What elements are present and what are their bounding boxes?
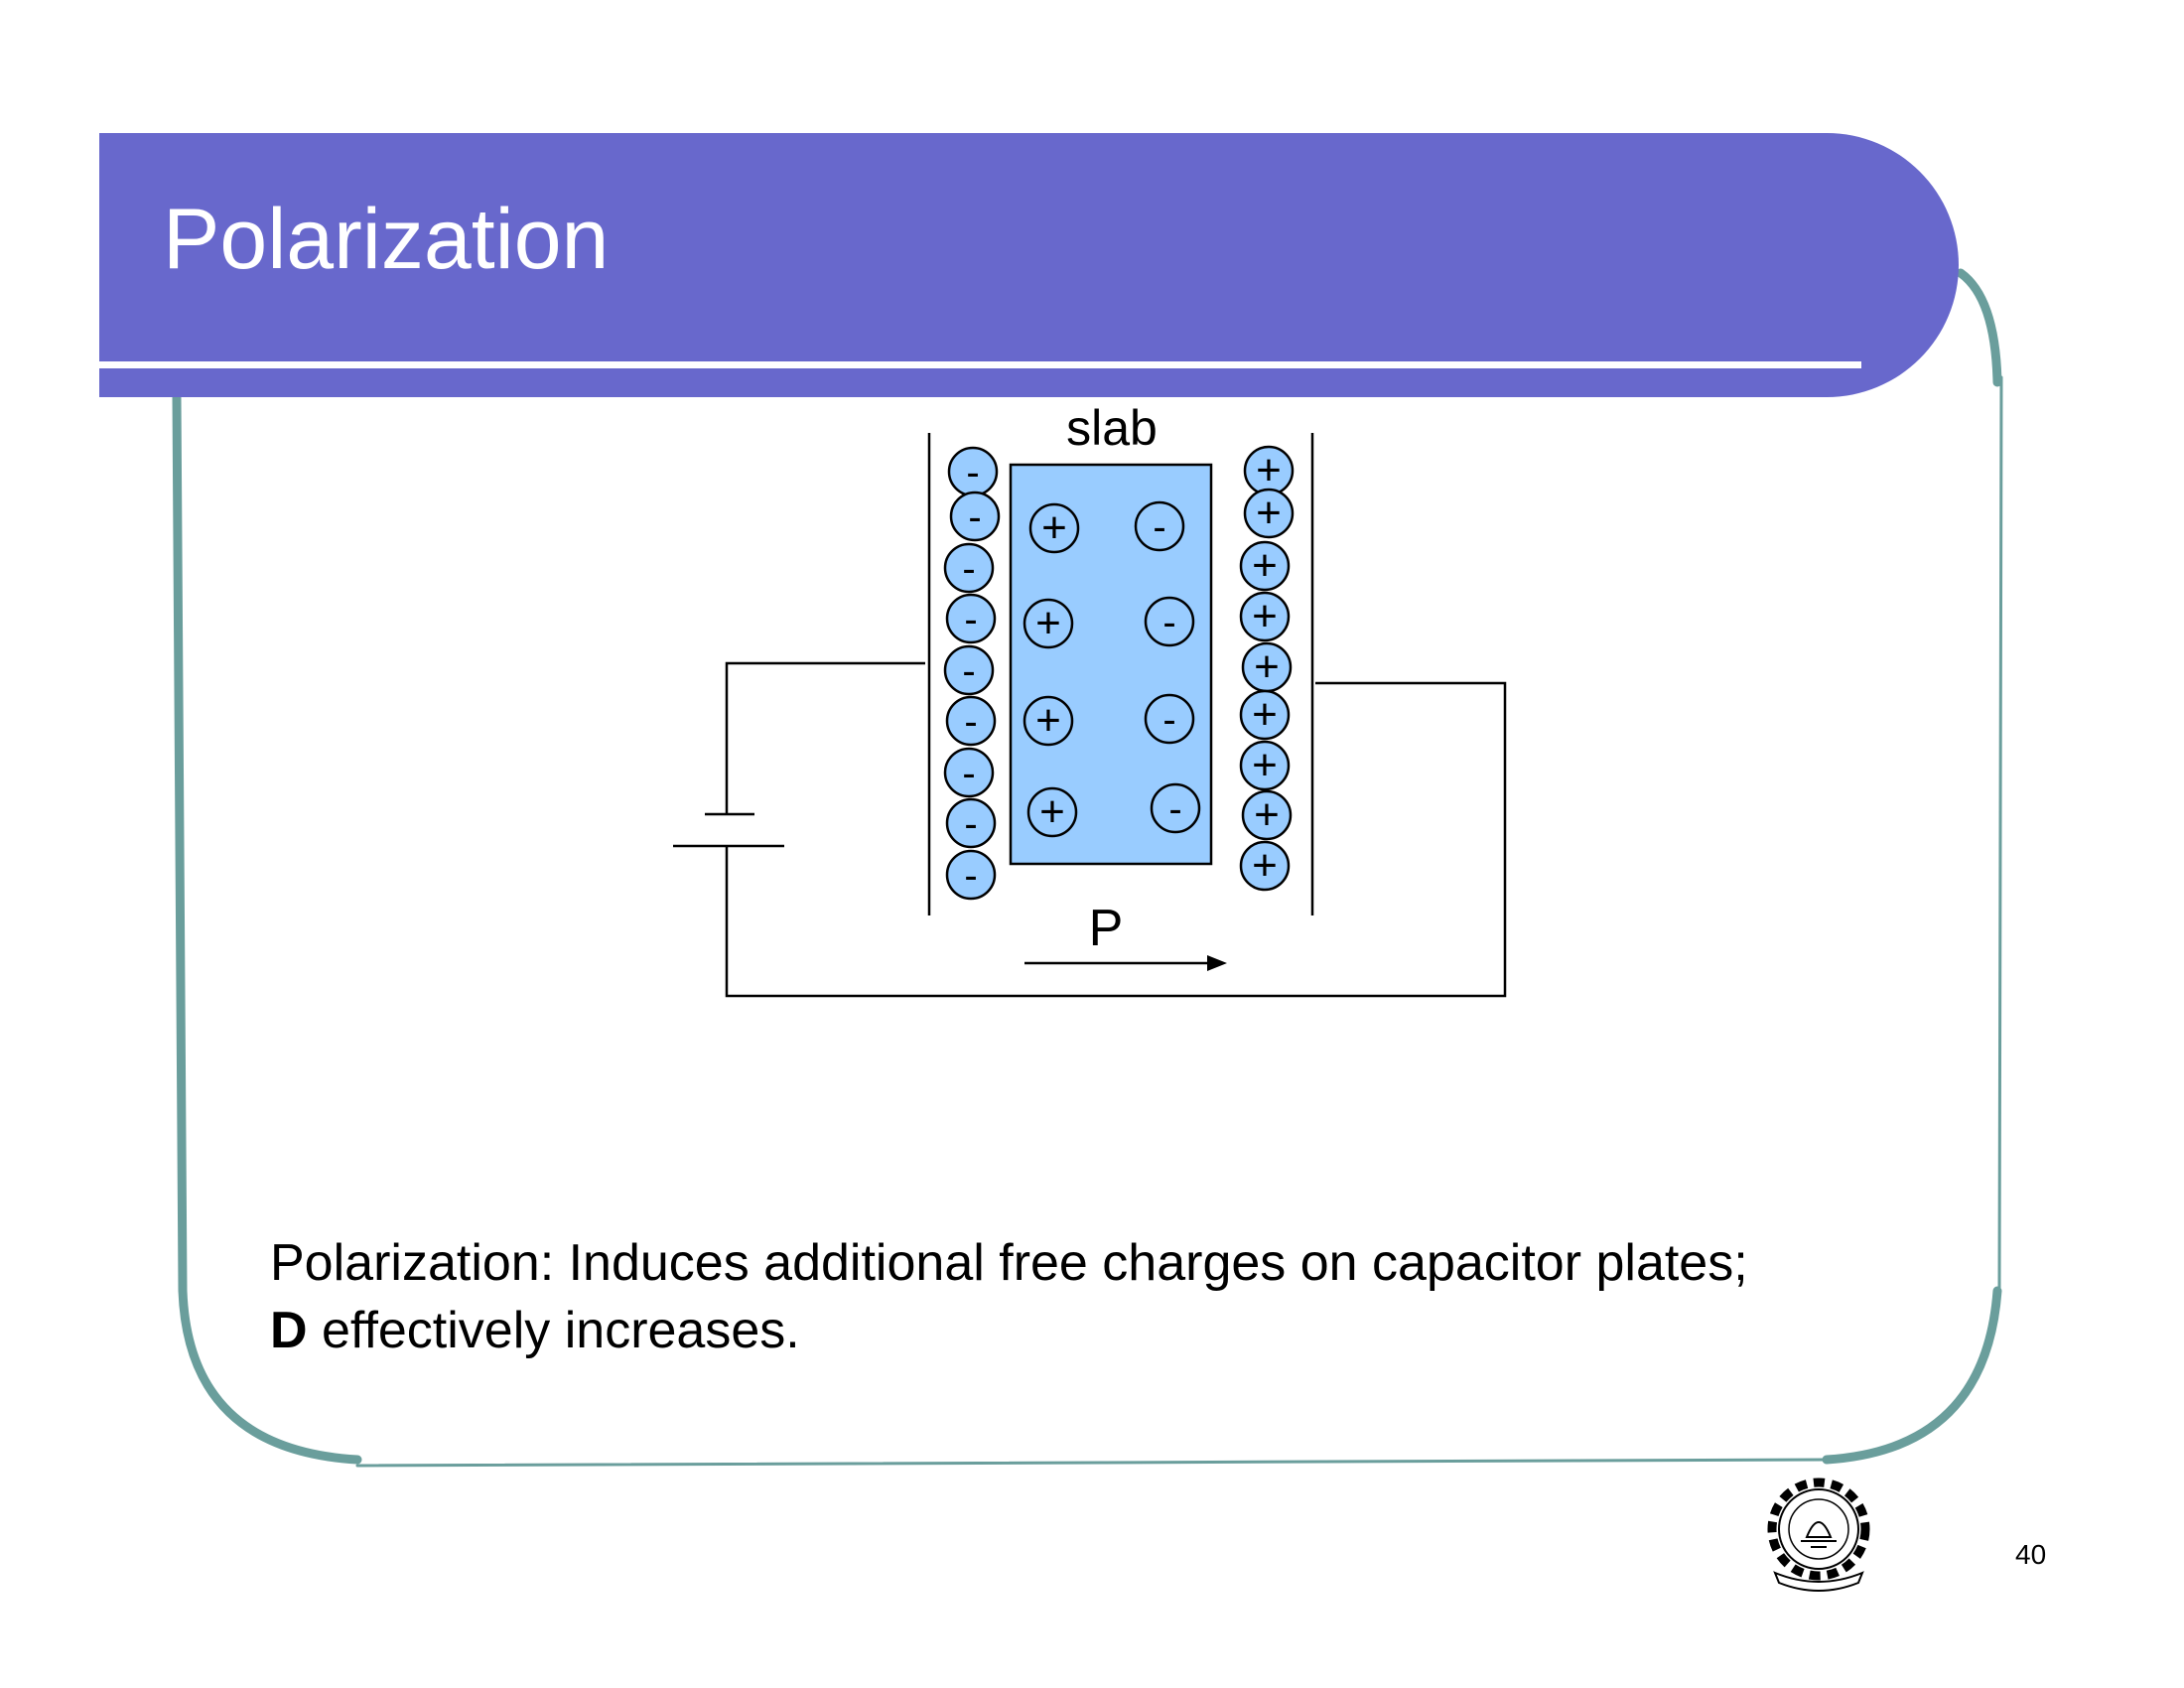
right-plate-positive-charge: + — [1239, 689, 1291, 741]
slide-title: Polarization — [163, 192, 610, 287]
slab-bound-positive-charge: + — [1028, 502, 1080, 554]
slab-bound-positive-charge: + — [1023, 695, 1074, 747]
svg-text:+: + — [1039, 787, 1065, 836]
svg-text:+: + — [1256, 489, 1282, 537]
battery-symbol — [673, 812, 784, 848]
right-plate-positive-charge: + — [1239, 740, 1291, 791]
right-plate-positive-charge: + — [1241, 789, 1293, 841]
caption-line-2-rest: effectively increases. — [307, 1302, 800, 1359]
left-plate-negative-charge: - — [945, 695, 997, 747]
charge-layer: ---------++++++++++-+-+-+- — [943, 445, 1295, 901]
polarization-arrow — [1024, 955, 1227, 971]
slab-bound-positive-charge: + — [1026, 786, 1078, 838]
svg-text:-: - — [964, 700, 977, 744]
svg-text:+: + — [1254, 790, 1280, 839]
page-number: 40 — [2015, 1539, 2047, 1570]
caption-bold-d: D — [270, 1302, 308, 1359]
svg-text:+: + — [1035, 599, 1061, 647]
svg-text:-: - — [1153, 505, 1165, 549]
left-plate-negative-charge: - — [945, 593, 997, 644]
right-plate-positive-charge: + — [1239, 540, 1291, 592]
title-header-band — [99, 133, 1959, 397]
svg-text:+: + — [1041, 503, 1067, 552]
svg-text:+: + — [1035, 696, 1061, 745]
left-plate-negative-charge: - — [943, 747, 995, 798]
svg-text:+: + — [1252, 690, 1278, 739]
right-plate-positive-charge: + — [1239, 840, 1291, 892]
caption-text: Polarization: Induces additional free ch… — [270, 1229, 1748, 1364]
slab-bound-negative-charge: - — [1144, 693, 1195, 745]
slab-bound-negative-charge: - — [1134, 500, 1185, 552]
slab-label: slab — [1066, 400, 1158, 456]
svg-text:-: - — [966, 451, 979, 494]
svg-text:+: + — [1256, 446, 1282, 494]
slab-bound-negative-charge: - — [1150, 782, 1201, 834]
svg-text:-: - — [962, 752, 975, 795]
caption-line-1: Polarization: Induces additional free ch… — [270, 1234, 1748, 1292]
slab-bound-negative-charge: - — [1144, 596, 1195, 647]
left-plate-negative-charge: - — [943, 542, 995, 594]
header-underline — [99, 361, 1861, 368]
left-plate-negative-charge: - — [945, 797, 997, 849]
right-plate-positive-charge: + — [1241, 641, 1293, 693]
slab-bound-positive-charge: + — [1023, 598, 1074, 649]
svg-text:+: + — [1252, 741, 1278, 789]
right-plate-positive-charge: + — [1243, 488, 1295, 539]
svg-text:+: + — [1254, 642, 1280, 691]
svg-text:+: + — [1252, 841, 1278, 890]
polarization-label: P — [1089, 900, 1124, 957]
caption-line-2: D effectively increases. — [270, 1297, 1748, 1364]
svg-text:-: - — [964, 598, 977, 641]
right-plate-positive-charge: + — [1239, 591, 1291, 642]
svg-text:-: - — [964, 802, 977, 846]
svg-text:-: - — [968, 495, 981, 539]
left-plate-negative-charge: - — [943, 644, 995, 696]
svg-text:-: - — [1162, 601, 1175, 644]
svg-text:-: - — [964, 854, 977, 898]
slide-frame — [172, 268, 2003, 1468]
svg-text:-: - — [962, 547, 975, 591]
svg-text:+: + — [1252, 541, 1278, 590]
left-plate-negative-charge: - — [945, 849, 997, 901]
svg-text:-: - — [962, 649, 975, 693]
svg-text:+: + — [1252, 592, 1278, 640]
svg-text:-: - — [1168, 787, 1181, 831]
left-plate-negative-charge: - — [949, 491, 1001, 542]
circuit-wires — [725, 661, 1507, 998]
right-plate-positive-charge: + — [1243, 445, 1295, 496]
institute-logo — [1767, 1477, 1870, 1592]
svg-text:-: - — [1162, 698, 1175, 742]
left-plate-negative-charge: - — [947, 446, 999, 497]
